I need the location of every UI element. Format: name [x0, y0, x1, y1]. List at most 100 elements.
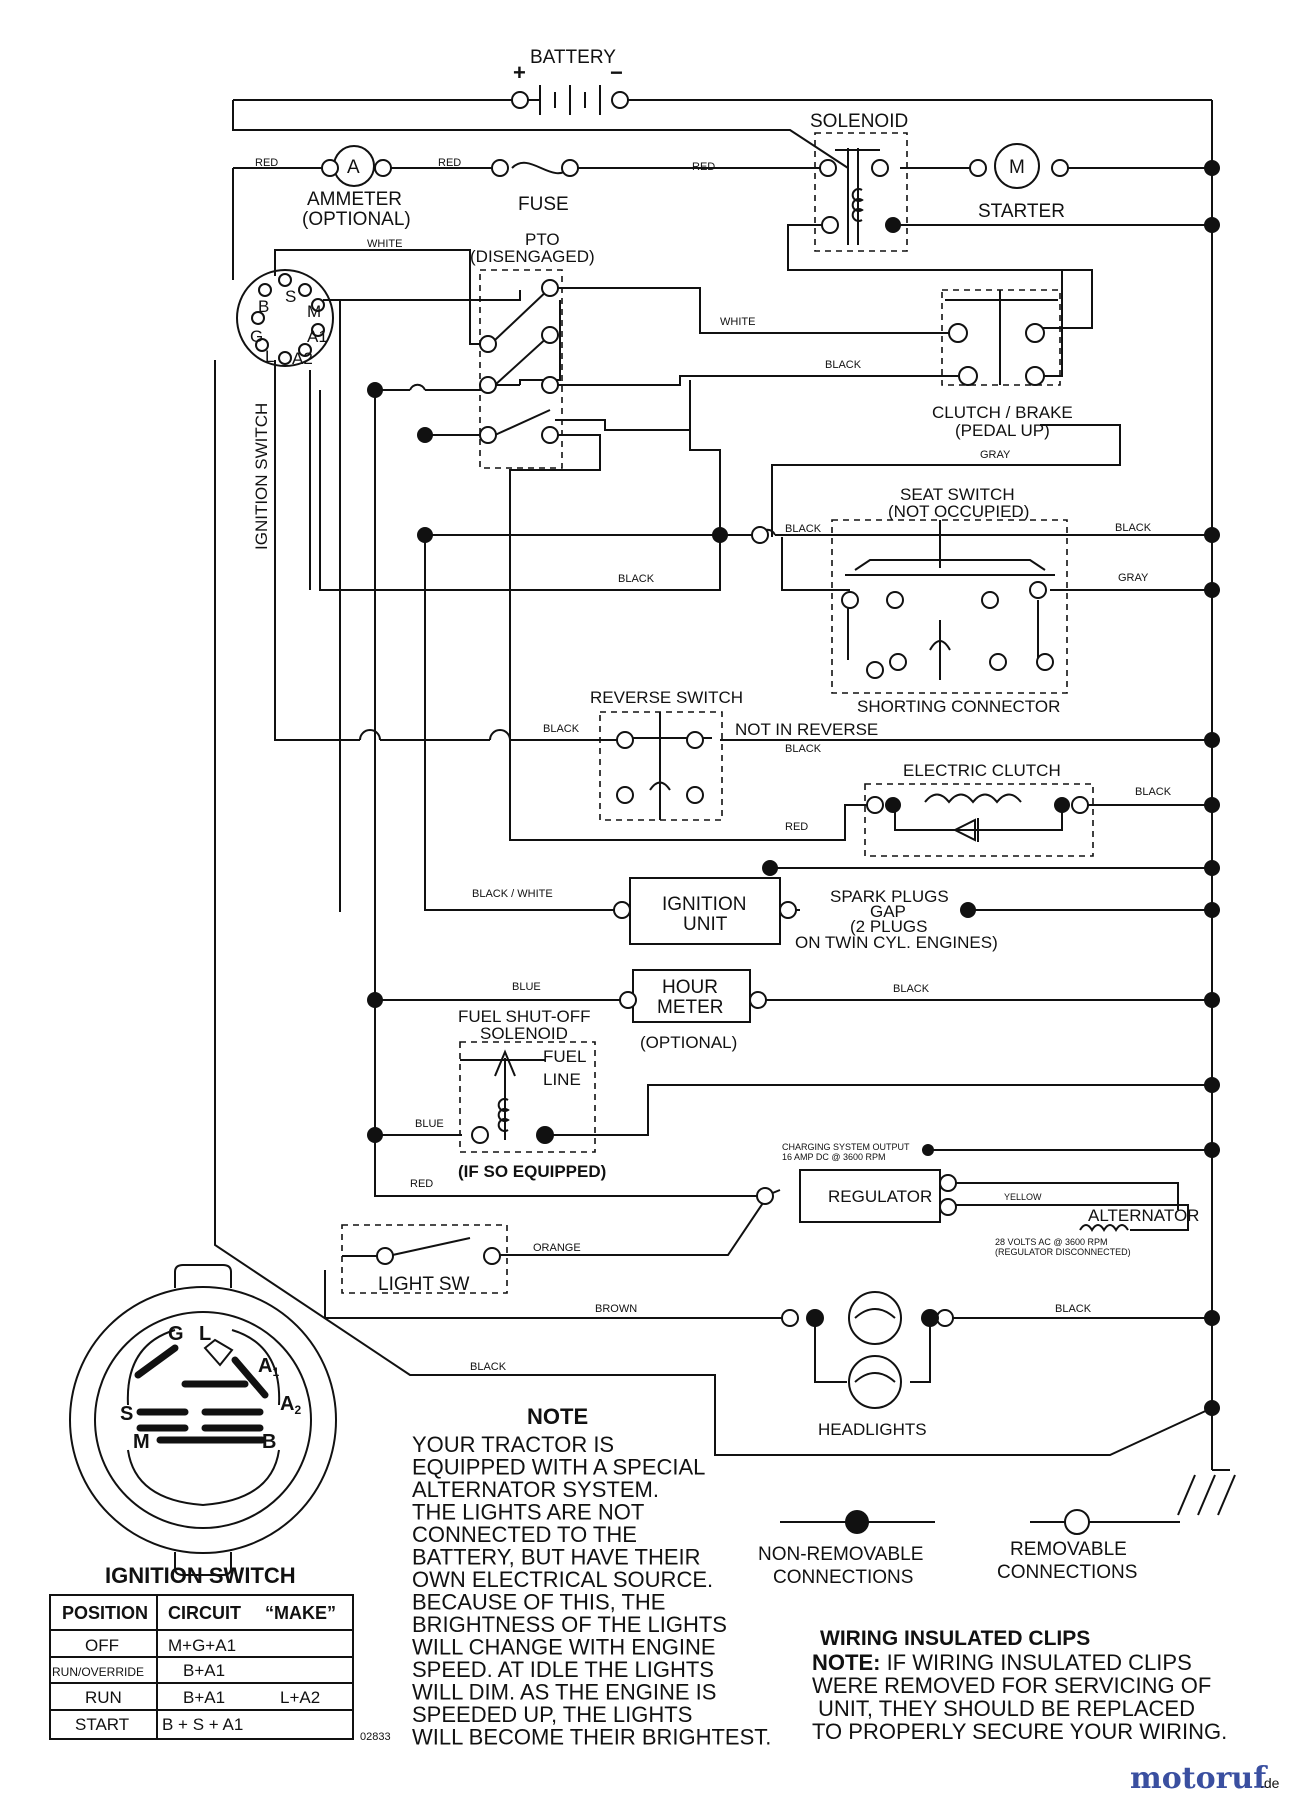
table-row-start-circuit: B + S + A1	[162, 1715, 243, 1734]
note-line: OWN ELECTRICAL SOURCE.	[412, 1567, 713, 1592]
table-row-run-circuit: B+A1	[183, 1688, 225, 1707]
fuse-label: FUSE	[518, 194, 569, 215]
regulator-label: REGULATOR	[828, 1187, 932, 1206]
pto-label: PTO	[525, 230, 560, 249]
wire-label-black-6: BLACK	[785, 743, 822, 755]
solenoid-label: SOLENOID	[810, 111, 908, 132]
clips-line2: WERE REMOVED FOR SERVICING OF	[812, 1673, 1211, 1698]
brand-name: motoruf	[1130, 1761, 1268, 1796]
wire-crossovers	[359, 383, 776, 741]
wire-label-gray-2: GRAY	[1118, 572, 1149, 584]
brand-suffix: .de	[1260, 1775, 1280, 1791]
terminal-a2: A2	[292, 349, 313, 368]
fuel-line-line1: FUEL	[543, 1047, 586, 1066]
brand-logo: motoruf .de	[1130, 1761, 1280, 1796]
terminal-g: G	[250, 327, 263, 346]
terminal-l: L	[265, 347, 274, 366]
ammeter-symbol: A	[347, 157, 360, 178]
component-labels: BATTERY + − SOLENOID A AMMETER (OPTIONAL…	[250, 47, 1199, 1743]
wire-label-black-white: BLACK / WHITE	[472, 888, 553, 900]
terminal-a1: A1	[307, 327, 328, 346]
fuel-line-line2: LINE	[543, 1070, 581, 1089]
note-line: WILL BECOME THEIR BRIGHTEST.	[412, 1725, 771, 1750]
table-row-off-position: OFF	[85, 1636, 119, 1655]
ignition-table-title: IGNITION SWITCH	[105, 1563, 296, 1588]
charging-line1: CHARGING SYSTEM OUTPUT	[782, 1142, 910, 1152]
headlights-label: HEADLIGHTS	[818, 1420, 927, 1439]
table-row-run-make: L+A2	[280, 1688, 320, 1707]
fuel-solenoid-line2: SOLENOID	[480, 1024, 568, 1043]
note-line: SPEED. AT IDLE THE LIGHTS	[412, 1657, 714, 1682]
note-line: WILL CHANGE WITH ENGINE	[412, 1635, 716, 1660]
spark-plugs-line3: (2 PLUGS	[850, 917, 927, 936]
insulated-clips-note: WIRING INSULATED CLIPS NOTE: IF WIRING I…	[812, 1627, 1227, 1744]
electric-clutch-label: ELECTRIC CLUTCH	[903, 761, 1061, 780]
clips-title: WIRING INSULATED CLIPS	[820, 1627, 1090, 1650]
clutch-brake-label: CLUTCH / BRAKE	[932, 403, 1073, 422]
face-terminal-b: B	[262, 1431, 276, 1453]
fuel-equipped-label: (IF SO EQUIPPED)	[458, 1162, 606, 1181]
note-line: WILL DIM. AS THE ENGINE IS	[412, 1680, 716, 1705]
wire-label-black-3: BLACK	[1115, 522, 1152, 534]
legend-removable-line1: REMOVABLE	[1010, 1539, 1127, 1560]
battery-minus: −	[610, 60, 623, 85]
legend-removable-line2: CONNECTIONS	[997, 1562, 1137, 1583]
note-line: EQUIPPED WITH A SPECIAL	[412, 1455, 705, 1480]
table-row-override-position: RUN/OVERRIDE	[52, 1665, 144, 1679]
reverse-switch-label: REVERSE SWITCH	[590, 688, 743, 707]
wire-label-yellow: YELLOW	[1004, 1192, 1042, 1202]
table-row-run-position: RUN	[85, 1688, 122, 1707]
legend-non-removable-line2: CONNECTIONS	[773, 1567, 913, 1588]
note-line: BATTERY, BUT HAVE THEIR	[412, 1545, 701, 1570]
not-in-reverse-label: NOT IN REVERSE	[735, 720, 878, 739]
clutch-brake-state: (PEDAL UP)	[955, 421, 1050, 440]
non-removable-connections	[367, 160, 1220, 1416]
terminal-s: S	[285, 287, 296, 306]
legend-removable-dot	[1064, 1509, 1090, 1535]
wire-label-red-1: RED	[255, 157, 278, 169]
fuel-solenoid-line1: FUEL SHUT-OFF	[458, 1007, 591, 1026]
note-line: SPEEDED UP, THE LIGHTS	[412, 1702, 692, 1727]
wire-label-black-9: BLACK	[1055, 1303, 1092, 1315]
wire-label-black-2: BLACK	[785, 523, 822, 535]
alternator-note-line1: 28 VOLTS AC @ 3600 RPM	[995, 1237, 1108, 1247]
note-title: NOTE	[527, 1404, 588, 1429]
wire-label-white-1: WHITE	[367, 238, 402, 250]
ignition-switch-face: G L A1 A2 S M B	[69, 1264, 337, 1576]
hour-meter-line2: METER	[657, 997, 724, 1018]
terminal-b: B	[258, 297, 269, 316]
hour-meter-line1: HOUR	[662, 977, 718, 998]
legend-non-removable-dot	[845, 1510, 869, 1534]
wire-label-black-5: BLACK	[543, 723, 580, 735]
pto-state: (DISENGAGED)	[470, 247, 595, 266]
wire-label-blue-1: BLUE	[512, 981, 541, 993]
wire-label-red-2: RED	[438, 157, 461, 169]
hour-meter-optional: (OPTIONAL)	[640, 1033, 737, 1052]
spark-plugs-line2: GAP	[870, 902, 906, 921]
note-line: BRIGHTNESS OF THE LIGHTS	[412, 1612, 727, 1637]
wire-label-black-8: BLACK	[893, 983, 930, 995]
wire-label-orange: ORANGE	[533, 1242, 581, 1254]
table-row-start-position: START	[75, 1715, 129, 1734]
face-terminal-l: L	[199, 1323, 211, 1345]
light-switch-label: LIGHT SW	[378, 1274, 470, 1295]
table-header-circuit: CIRCUIT	[168, 1603, 241, 1623]
terminal-m: M	[307, 302, 321, 321]
wire-color-labels: RED RED RED WHITE WHITE BLACK GRAY BLACK…	[255, 157, 1172, 1373]
note-line: ALTERNATOR SYSTEM.	[412, 1477, 659, 1502]
note-line: THE LIGHTS ARE NOT	[412, 1500, 644, 1525]
wire-label-black-10: BLACK	[470, 1361, 507, 1373]
note-line: BECAUSE OF THIS, THE	[412, 1590, 665, 1615]
alternator-note-line2: (REGULATOR DISCONNECTED)	[995, 1247, 1131, 1257]
alternator-label: ALTERNATOR	[1088, 1206, 1199, 1225]
note-line: CONNECTED TO THE	[412, 1522, 637, 1547]
legend-non-removable-line1: NON-REMOVABLE	[758, 1544, 923, 1565]
ammeter-label: AMMETER	[307, 189, 402, 210]
wire-label-black-4: BLACK	[618, 573, 655, 585]
wire-label-brown: BROWN	[595, 1303, 637, 1315]
wire-label-red-4: RED	[785, 821, 808, 833]
component-outlines	[236, 85, 1189, 1409]
